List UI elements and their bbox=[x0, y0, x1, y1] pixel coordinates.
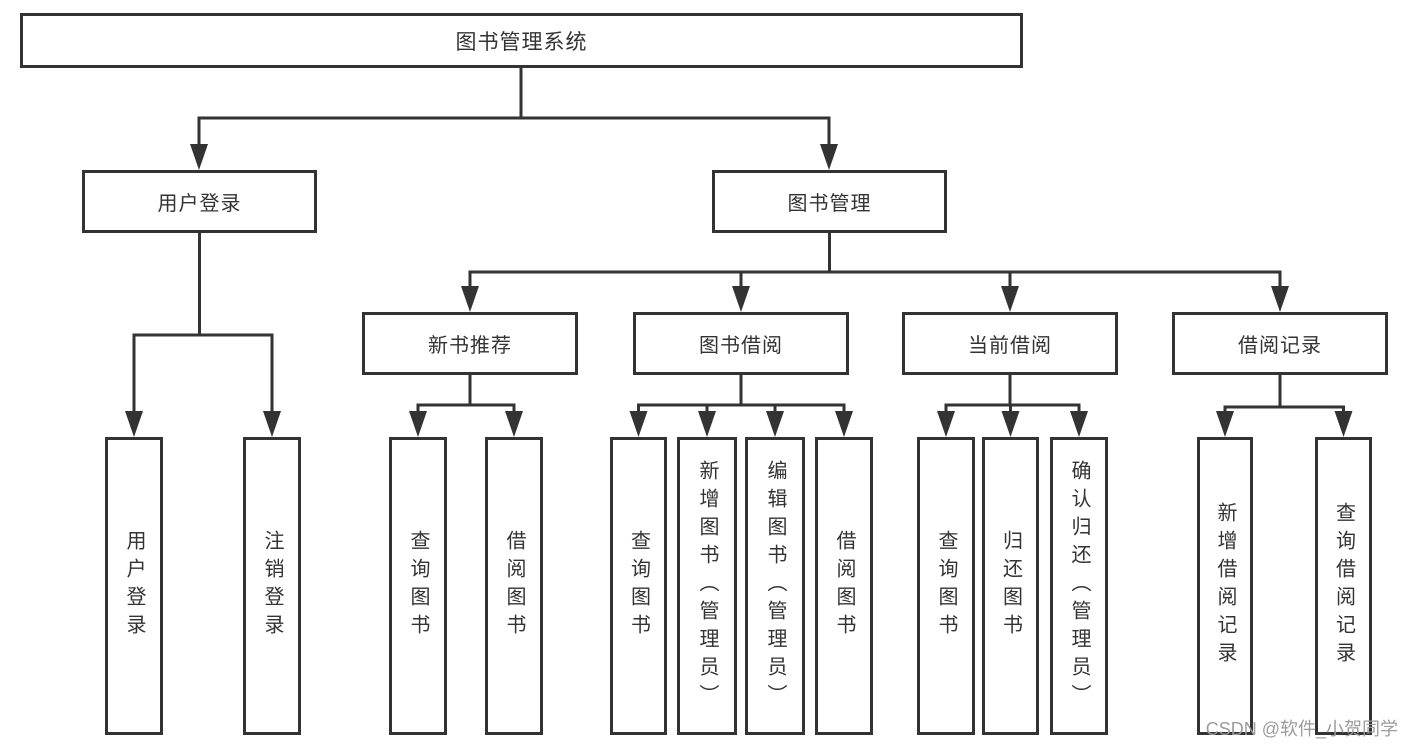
leaf-add-book-admin: 新增图书（管理员） bbox=[677, 437, 737, 735]
node-label: 借阅图书 bbox=[833, 530, 855, 642]
node-user-login: 用户登录 bbox=[82, 170, 317, 233]
node-label: 新增借阅记录 bbox=[1214, 502, 1236, 670]
node-label: 借阅记录 bbox=[1238, 335, 1322, 357]
node-borrow-records: 借阅记录 bbox=[1172, 312, 1388, 375]
leaf-return-book: 归还图书 bbox=[982, 437, 1039, 735]
node-new-book-recommend: 新书推荐 bbox=[362, 312, 578, 375]
leaf-query-books-current: 查询图书 bbox=[917, 437, 975, 735]
node-label: 查询图书 bbox=[627, 530, 650, 642]
leaf-query-books-recommend: 查询图书 bbox=[389, 437, 447, 735]
node-label: 图书管理系统 bbox=[455, 30, 588, 54]
csdn-watermark: CSDN @软件_小贺同学 bbox=[1205, 719, 1398, 739]
node-label: 注销登录 bbox=[261, 530, 283, 642]
leaf-add-borrow-record: 新增借阅记录 bbox=[1197, 437, 1253, 735]
node-book-management: 图书管理 bbox=[712, 170, 947, 233]
node-label: 查询图书 bbox=[935, 530, 957, 642]
leaf-borrow-books-recommend: 借阅图书 bbox=[485, 437, 543, 735]
node-label: 确认归还（管理员） bbox=[1068, 460, 1090, 712]
node-label: 图书管理 bbox=[787, 193, 872, 215]
node-label: 新增图书（管理员） bbox=[696, 460, 718, 712]
node-label: 图书借阅 bbox=[699, 335, 783, 357]
node-label: 新书推荐 bbox=[428, 335, 512, 357]
leaf-query-borrow-record: 查询借阅记录 bbox=[1315, 437, 1372, 735]
node-current-borrow: 当前借阅 bbox=[902, 312, 1118, 375]
node-label: 编辑图书（管理员） bbox=[764, 460, 786, 712]
leaf-edit-book-admin: 编辑图书（管理员） bbox=[745, 437, 805, 735]
node-label: 查询图书 bbox=[407, 530, 429, 642]
leaf-confirm-return-admin: 确认归还（管理员） bbox=[1050, 437, 1108, 735]
node-book-borrow: 图书借阅 bbox=[633, 312, 849, 375]
node-label: 归还图书 bbox=[999, 530, 1022, 642]
node-system-root: 图书管理系统 bbox=[20, 13, 1023, 68]
leaf-borrow-books: 借阅图书 bbox=[815, 437, 873, 735]
node-label: 当前借阅 bbox=[968, 335, 1052, 357]
node-label: 查询借阅记录 bbox=[1332, 502, 1355, 670]
node-label: 借阅图书 bbox=[503, 530, 525, 642]
leaf-logout: 注销登录 bbox=[243, 437, 301, 735]
node-label: 用户登录 bbox=[123, 530, 145, 642]
leaf-query-books-borrow: 查询图书 bbox=[610, 437, 667, 735]
leaf-user-login: 用户登录 bbox=[105, 437, 163, 735]
node-label: 用户登录 bbox=[157, 193, 242, 215]
